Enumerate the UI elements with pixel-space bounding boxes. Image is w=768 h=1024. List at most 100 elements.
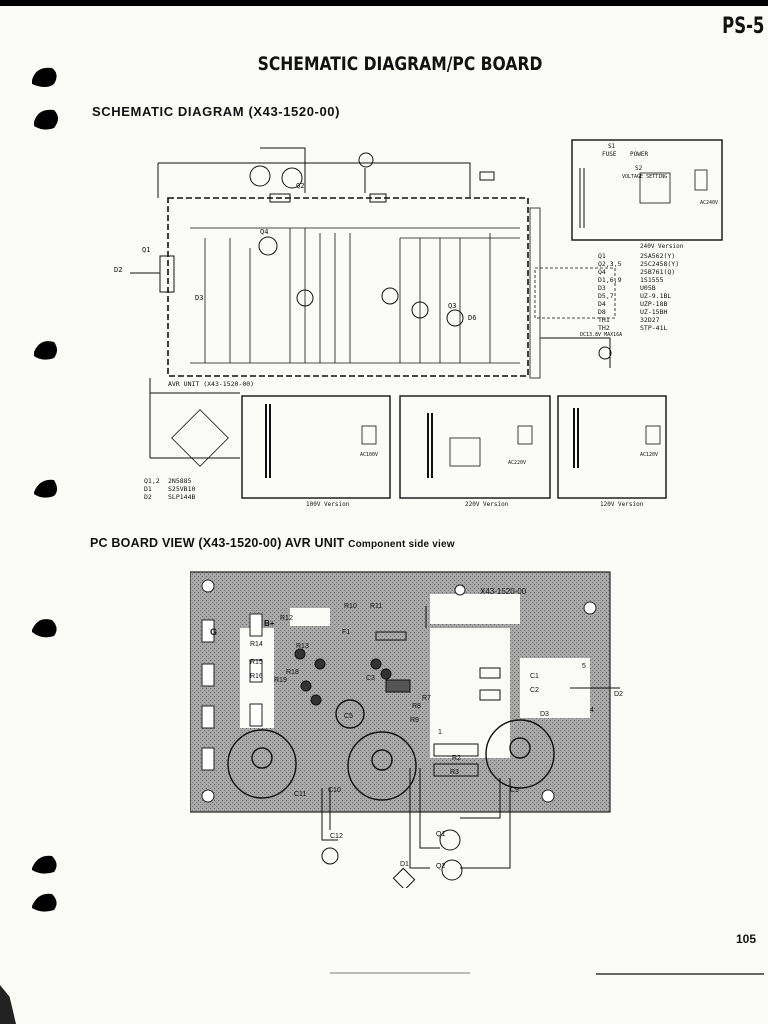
q1-pcb-symbol bbox=[439, 829, 461, 851]
pcb-label-r13: R13 bbox=[296, 643, 309, 650]
bplus-pad-1 bbox=[249, 613, 263, 637]
version-120-label: 120V Version bbox=[600, 501, 644, 508]
label-d6: D6 bbox=[468, 314, 476, 322]
pcb-label-c11: C11 bbox=[294, 791, 306, 798]
d1-pcb-symbol bbox=[392, 867, 416, 888]
mount-hole bbox=[201, 579, 215, 593]
label-fuse: FUSE bbox=[602, 151, 617, 158]
schematic-diagram: Q1 Q2 Q3 Q4 D2 D3 D6 AVR UNIT (X43-1520-… bbox=[114, 139, 723, 508]
c5-capacitor bbox=[335, 699, 365, 729]
label-dc-out: DC13.8V MAX16A bbox=[580, 332, 622, 338]
section-pcb-heading: PC BOARD VIEW (X43-1520-00) AVR UNIT Com… bbox=[90, 536, 455, 550]
pcb-label-c12: C12 bbox=[330, 833, 343, 840]
board-id-label: X43-1520-00 bbox=[480, 587, 527, 596]
pcb-label-r11: R11 bbox=[370, 603, 382, 610]
hole-mark-7 bbox=[32, 893, 57, 912]
pcb-label-r7: R7 bbox=[422, 695, 431, 702]
pcb-label-four: 4 bbox=[590, 707, 594, 714]
pcb-label-r15: R15 bbox=[250, 659, 263, 666]
pcb-label-bplus: B+ bbox=[264, 619, 275, 628]
connector-top-2 bbox=[369, 193, 387, 203]
version-220-label: 220V Version bbox=[465, 501, 509, 508]
label-s2: S2 bbox=[635, 165, 643, 172]
section-schematic-heading: SCHEMATIC DIAGRAM (X43-1520-00) bbox=[92, 104, 341, 119]
label-ac120: AC120V bbox=[640, 452, 658, 458]
r3-resistor bbox=[433, 763, 479, 777]
bridge-rectifier bbox=[171, 409, 229, 467]
pcb-label-r9: R9 bbox=[410, 717, 419, 724]
mount-hole bbox=[201, 789, 215, 803]
bplus-pad-2 bbox=[249, 659, 263, 683]
q4-symbol bbox=[258, 236, 278, 256]
label-ac220: AC220V bbox=[508, 460, 526, 466]
c9-capacitor bbox=[485, 719, 555, 789]
version-240-box bbox=[571, 139, 723, 241]
left-connector bbox=[159, 255, 175, 293]
pcb-label-r14: R14 bbox=[250, 641, 263, 648]
ground-pad-1 bbox=[201, 619, 215, 643]
pcb-label-f1: F1 bbox=[342, 629, 350, 636]
ground-pad-2 bbox=[201, 663, 215, 687]
version-100-label: 100V Version bbox=[306, 501, 350, 508]
label-s1: S1 bbox=[608, 143, 616, 150]
motor-symbol bbox=[358, 152, 374, 168]
version-100-box bbox=[241, 395, 391, 499]
connector-top-1 bbox=[269, 193, 291, 203]
hole-mark-4 bbox=[34, 479, 57, 498]
label-q4: Q4 bbox=[260, 228, 268, 236]
label-ac240: AC240V bbox=[700, 200, 718, 206]
pc-board-view: X43-1520-00 R12 R13 R14 R15 R16 R18 R19 … bbox=[190, 571, 623, 888]
q1b-symbol bbox=[381, 287, 399, 305]
pcb-label-five: 5 bbox=[582, 663, 586, 670]
version-240-label: 240V Version bbox=[640, 243, 684, 250]
q1-symbol bbox=[249, 165, 271, 187]
c11-capacitor bbox=[227, 729, 297, 799]
bplus-pad-3 bbox=[249, 703, 263, 727]
pcb-label-r10: R10 bbox=[344, 603, 357, 610]
pcb-label-d3: D3 bbox=[540, 711, 549, 718]
label-ac100: AC100V bbox=[360, 452, 378, 458]
pcb-label-q1: Q1 bbox=[436, 831, 445, 838]
r2-resistor bbox=[433, 743, 479, 757]
pcb-label-c2: C2 bbox=[530, 687, 539, 694]
label-power: POWER bbox=[630, 151, 648, 158]
label-q2: Q2 bbox=[296, 182, 304, 190]
pcb-label-r12: R12 bbox=[280, 615, 293, 622]
hole-mark-5 bbox=[32, 619, 57, 638]
pcb-heading-main: PC BOARD VIEW (X43-1520-00) AVR UNIT bbox=[90, 536, 345, 550]
th2-symbol bbox=[479, 171, 495, 181]
hole-mark-1 bbox=[32, 67, 57, 87]
mount-hole bbox=[454, 584, 466, 596]
motor-symbol-pcb bbox=[321, 847, 339, 865]
q5-symbol bbox=[296, 289, 314, 307]
pcb-label-c1: C1 bbox=[530, 673, 539, 680]
pcb-label-c5: C5 bbox=[344, 713, 353, 720]
mount-hole bbox=[583, 601, 597, 615]
pcb-label-d1: D1 bbox=[400, 861, 409, 868]
pcb-heading-note: Component side view bbox=[348, 539, 455, 550]
pcb-label-r2: R2 bbox=[452, 755, 461, 762]
avr-unit-border bbox=[167, 197, 529, 377]
pcb-label-r3: R3 bbox=[450, 769, 459, 776]
label-q1: Q1 bbox=[142, 246, 150, 254]
label-q3: Q3 bbox=[448, 302, 456, 310]
label-voltage-setting: VOLTAGE SETTING bbox=[622, 174, 667, 180]
pcb-label-tp: 1 bbox=[438, 729, 442, 736]
pcb-label-r19: R19 bbox=[274, 677, 287, 684]
pcb-label-g: G bbox=[210, 627, 217, 637]
q2b-symbol bbox=[411, 301, 429, 319]
model-header: PS-5 bbox=[721, 14, 764, 39]
page-number: 105 bbox=[735, 932, 756, 946]
top-border bbox=[0, 0, 768, 6]
